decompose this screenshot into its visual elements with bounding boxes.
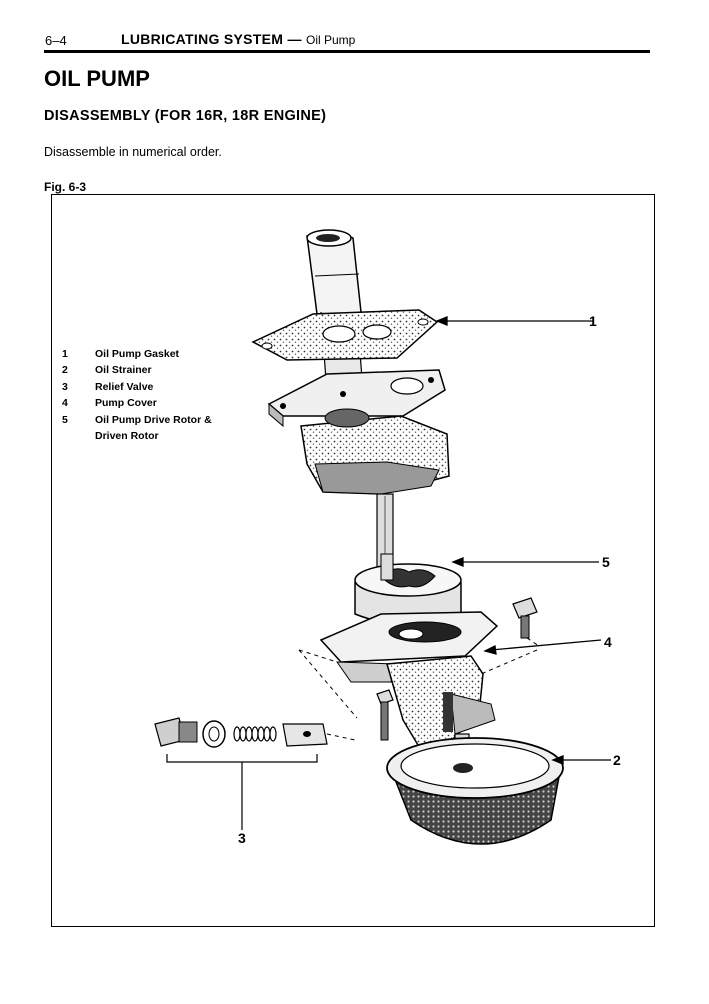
legend-item: 1 Oil Pump Gasket — [62, 346, 245, 362]
page-title: OIL PUMP — [44, 66, 150, 91]
oil-pump-exploded-diagram — [154, 229, 611, 845]
callout-5: 5 — [602, 554, 610, 570]
figure-label: Fig. 6-3 — [44, 180, 87, 194]
dashed-assembly-lines — [298, 637, 540, 741]
legend-number: 4 — [62, 397, 68, 410]
callout-4: 4 — [604, 634, 612, 650]
oil-pump-gasket — [251, 309, 439, 361]
legend-number: 2 — [62, 364, 68, 377]
section-header: LUBRICATING SYSTEM — Oil Pump — [121, 31, 355, 47]
legend-number: 1 — [62, 348, 68, 360]
bolts — [376, 597, 538, 741]
figure-frame — [51, 194, 655, 927]
oil-strainer — [386, 737, 564, 845]
legend-text: Pump Cover — [95, 397, 157, 410]
legend-number: 5 — [62, 413, 68, 426]
legend-text: Relief Valve — [95, 380, 154, 393]
section-separator: — — [287, 31, 302, 47]
section-title: LUBRICATING SYSTEM — [121, 31, 284, 47]
legend-item: 5 Oil Pump Drive Rotor & Driven Rotor — [62, 412, 245, 445]
legend-text: Oil Pump Gasket — [95, 348, 180, 360]
legend-item: 4 Pump Cover — [62, 395, 245, 411]
legend-text: Oil Pump Drive Rotor & Driven Rotor — [95, 413, 212, 443]
legend-text: Oil Strainer — [95, 364, 152, 377]
pump-cover — [319, 611, 499, 751]
legend-item: 3 Relief Valve — [62, 379, 245, 395]
parts-legend: 1 Oil Pump Gasket 2 Oil Strainer 3 Relie… — [62, 346, 245, 444]
relief-valve-parts — [154, 717, 328, 830]
instruction-text: Disassemble in numerical order. — [44, 145, 222, 159]
callout-3: 3 — [238, 830, 246, 846]
header-rule — [44, 50, 650, 53]
legend-item: 2 Oil Strainer — [62, 362, 245, 378]
page-subtitle: DISASSEMBLY (FOR 16R, 18R ENGINE) — [44, 108, 327, 124]
callout-1: 1 — [589, 313, 597, 329]
leader-lines — [435, 316, 611, 765]
legend-number: 3 — [62, 380, 68, 393]
callout-2: 2 — [613, 752, 621, 768]
page-number: 6–4 — [45, 33, 67, 48]
pump-body — [267, 369, 450, 495]
subsection-title: Oil Pump — [305, 33, 356, 47]
